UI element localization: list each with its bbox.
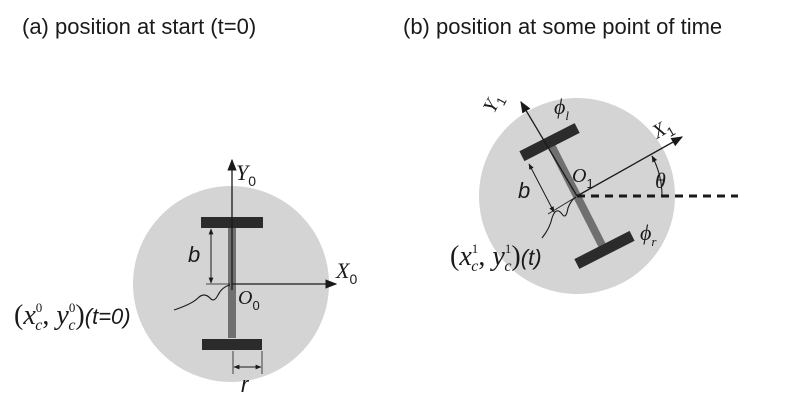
r-label: r — [241, 372, 250, 397]
x1-axis — [576, 136, 684, 197]
theta-angle-arc — [651, 155, 663, 197]
caption-a: (a) position at start (t=0) — [22, 14, 256, 39]
phi-l-label: ϕl — [554, 94, 569, 123]
right-wheel — [574, 230, 635, 269]
b-label-a: b — [188, 242, 200, 267]
b-extension-line-b — [547, 196, 577, 215]
coord-leader-squiggle-a — [173, 284, 231, 311]
bottom-wheel — [202, 339, 262, 350]
b-label-b: b — [518, 178, 530, 203]
y1-axis-label: Y1 — [479, 90, 510, 118]
y0-axis-label: Y0 — [236, 160, 256, 189]
x0-axis-label: X0 — [335, 258, 357, 287]
theta-label: θ — [655, 168, 666, 193]
left-wheel — [519, 123, 580, 162]
phi-r-label: ϕr — [640, 220, 657, 249]
origin-o1-label: O1 — [572, 165, 594, 191]
origin-o0-label: O0 — [238, 287, 260, 313]
y1-axis — [520, 100, 578, 197]
coord-leader-squiggle-b — [541, 196, 577, 239]
b-dimension-arrow-b — [528, 163, 555, 213]
caption-b: (b) position at some point of time — [403, 14, 722, 39]
